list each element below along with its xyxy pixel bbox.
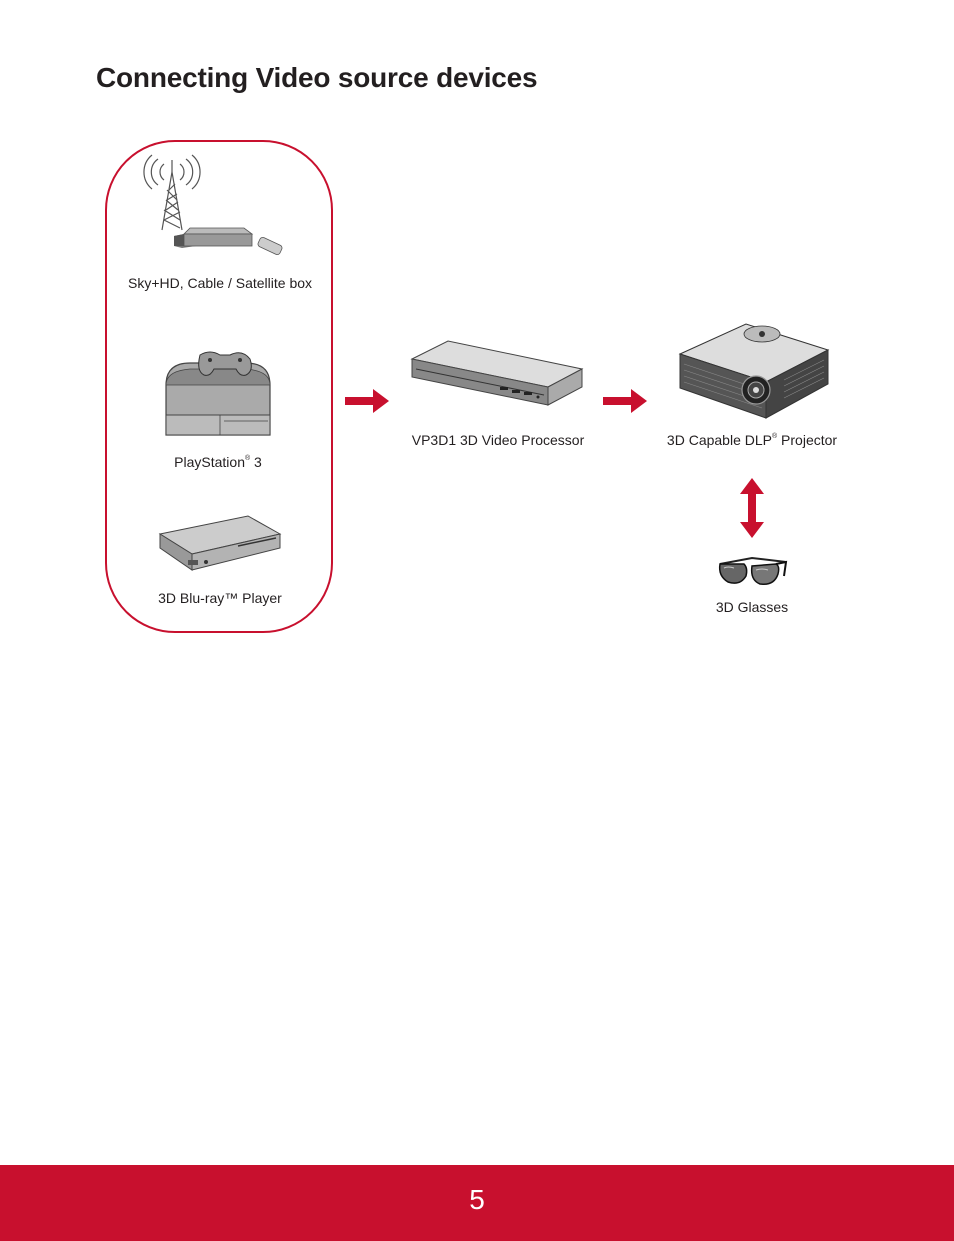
arrow-right-icon xyxy=(603,389,647,413)
antenna-settop-box-icon xyxy=(143,154,283,256)
settop-box-label: Sky+HD, Cable / Satellite box xyxy=(127,275,313,291)
projector-icon xyxy=(678,323,830,419)
game-console-icon xyxy=(165,351,271,436)
3d-glasses-icon xyxy=(718,556,788,586)
video-processor-icon xyxy=(410,340,584,406)
bluray-player-icon xyxy=(158,515,282,571)
page-number: 5 xyxy=(469,1184,485,1215)
projector-label: 3D Capable DLP® Projector xyxy=(666,432,838,448)
source-devices-group xyxy=(105,140,333,633)
double-arrow-icon xyxy=(740,478,764,538)
playstation-label: PlayStation® 3 xyxy=(174,454,262,470)
bluray-label: 3D Blu-ray™ Player xyxy=(158,590,282,606)
glasses-label: 3D Glasses xyxy=(715,599,789,615)
processor-label: VP3D1 3D Video Processor xyxy=(411,432,585,448)
page-title: Connecting Video source devices xyxy=(96,62,538,93)
arrow-right-icon xyxy=(345,389,389,413)
page-footer xyxy=(0,1165,954,1241)
